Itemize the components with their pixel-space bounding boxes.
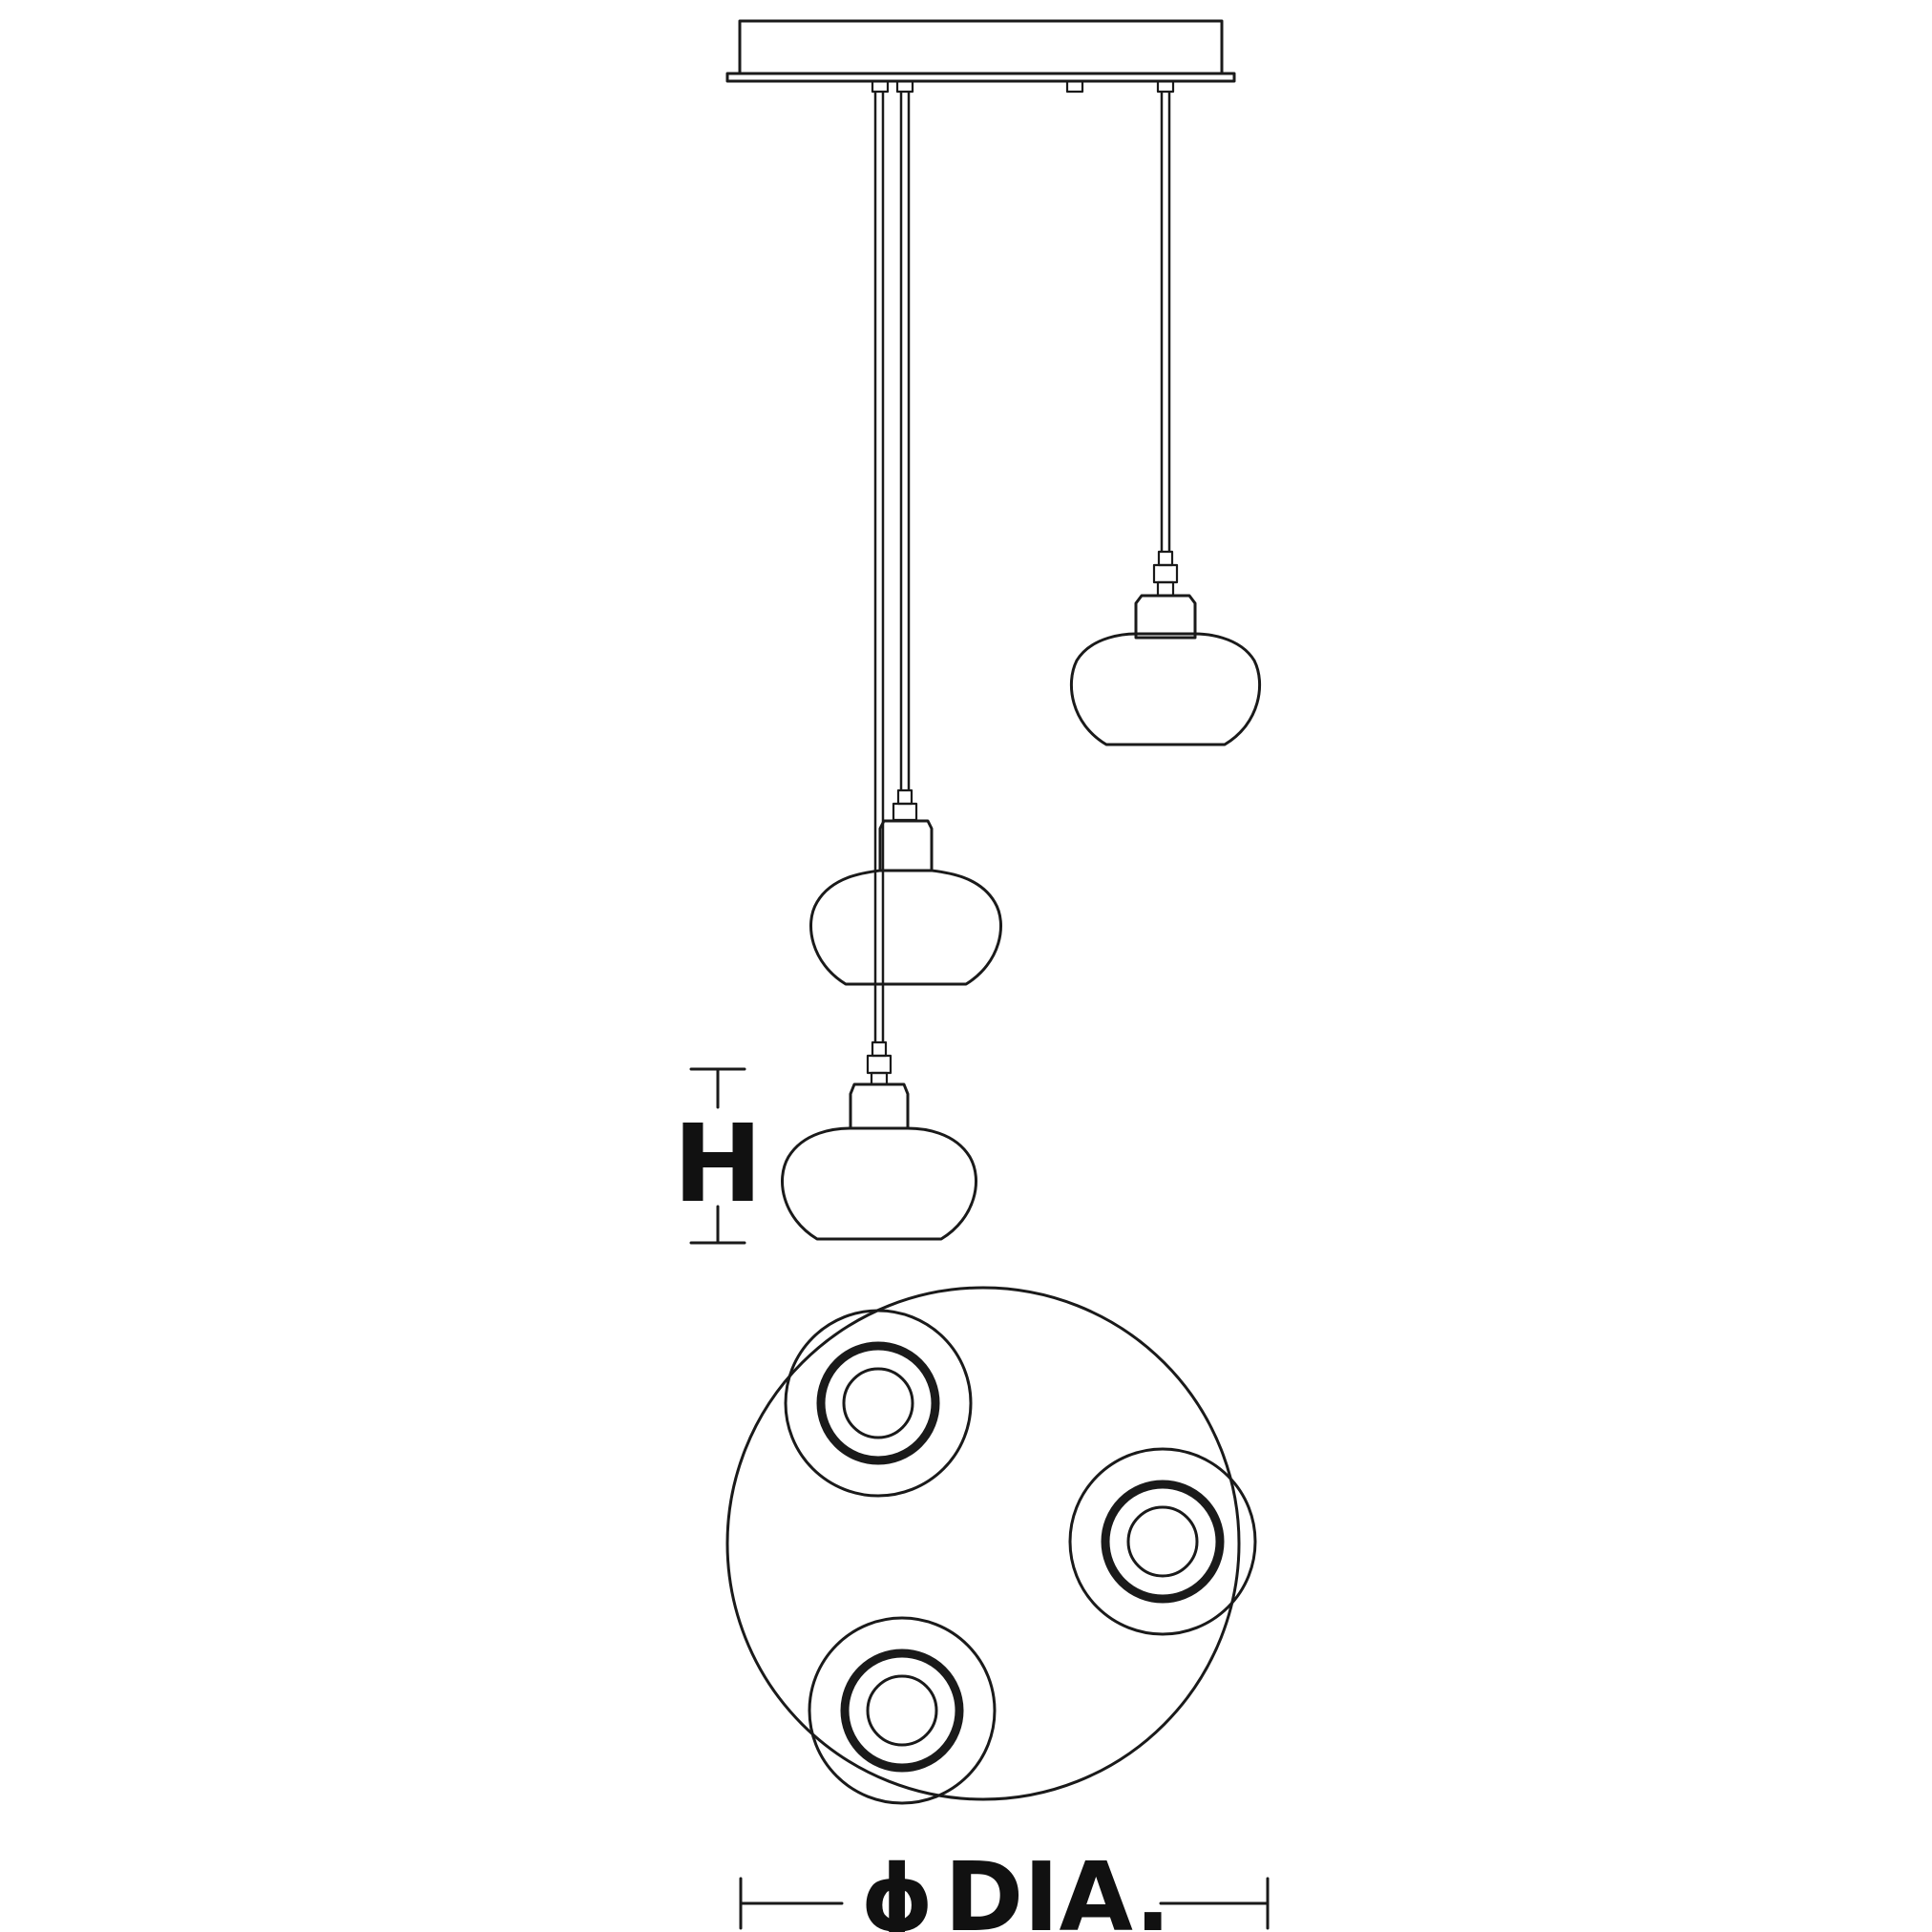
- shade-ring-right: [1068, 1447, 1257, 1636]
- ceiling-canopy: [725, 19, 1236, 94]
- pendant-upper-right: [1069, 550, 1262, 746]
- diameter-dimension: [739, 1877, 1270, 1930]
- shade-ring-top-left: [784, 1309, 973, 1498]
- height-label: H: [673, 1102, 763, 1227]
- shade-ring-bottom-left: [808, 1616, 997, 1805]
- diameter-symbol: ϕ: [861, 1845, 934, 1932]
- suspension-cords: [873, 92, 1171, 1042]
- pendant-lower: [781, 1040, 977, 1241]
- diameter-label: DIA.: [944, 1841, 1170, 1932]
- canopy-plan-view: [725, 1286, 1241, 1801]
- height-dimension: [689, 1067, 746, 1245]
- pendant-middle: [809, 788, 1002, 986]
